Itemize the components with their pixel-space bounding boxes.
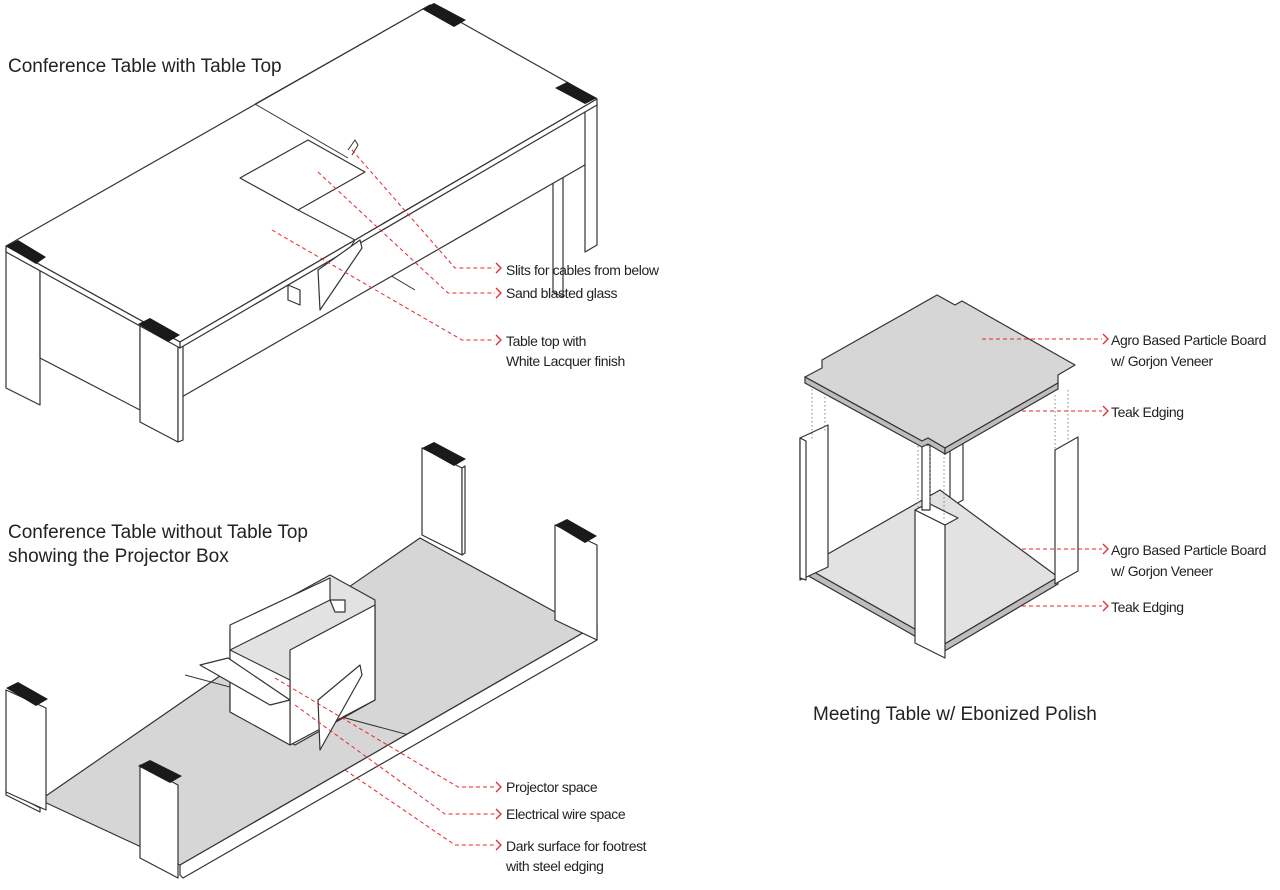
projector-box-flap-right: [317, 664, 363, 751]
arrow-glass: [495, 287, 502, 299]
arrow-slits: [495, 262, 502, 274]
top-teak-edge-right: [944, 381, 1059, 456]
callout-agro-bottom-line1: Agro Based Particle Board: [1111, 542, 1266, 558]
meeting-top-surface: [804, 294, 1076, 449]
projector-flap: [317, 239, 363, 311]
glass-panel: [239, 139, 366, 211]
callout-agro-top-line1: Agro Based Particle Board: [1111, 332, 1266, 348]
callout-footrest-line2: with steel edging: [505, 858, 604, 874]
callout-teak-bottom: Teak Edging: [1111, 599, 1184, 615]
cap-front-2: [138, 760, 182, 783]
arrow-electrical: [495, 808, 502, 820]
projector-box-notch: [329, 599, 346, 613]
callout-glass: Sand blasted glass: [506, 285, 618, 301]
left-leg-face-2: [5, 689, 47, 811]
callout-agro-bottom-line2: w/ Gorjon Veneer: [1110, 563, 1214, 579]
meeting-front-leg-face: [914, 509, 946, 659]
meeting-table: [799, 294, 1079, 659]
cap-right-2: [555, 519, 597, 543]
left-leg-front: [5, 247, 41, 406]
leaders-table-1: [271, 149, 502, 346]
front-leg-side: [177, 341, 184, 443]
callout-top-line2: White Lacquer finish: [506, 353, 625, 369]
leaders-table-3: [982, 333, 1109, 612]
top-edge-front: [179, 98, 598, 349]
projector-box-flap-left: [199, 657, 291, 706]
meeting-back-leg: [949, 440, 964, 508]
meeting-right-leg: [1054, 436, 1079, 585]
arrow-teak-bottom: [1102, 600, 1109, 612]
callout-projector: Projector space: [506, 779, 598, 795]
cable-slit: [347, 139, 359, 156]
callout-teak-top: Teak Edging: [1111, 404, 1184, 420]
right-leg: [584, 103, 598, 253]
meeting-inner-post: [921, 444, 931, 511]
arrow-top: [495, 334, 502, 346]
callout-electrical: Electrical wire space: [506, 806, 626, 822]
arrow-agro-bottom: [1102, 543, 1109, 555]
title-conference-without-top-line1: Conference Table without Table Top: [8, 522, 308, 543]
callout-slits: Slits for cables from below: [506, 262, 660, 278]
callout-footrest-line1: Dark surface for footrest: [506, 838, 647, 854]
cap-left-2: [6, 682, 48, 706]
arrow-footrest: [495, 839, 502, 851]
title-meeting-table: Meeting Table w/ Ebonized Polish: [813, 704, 1097, 725]
conference-table-with-top: [5, 3, 598, 443]
cap-left: [6, 240, 46, 264]
title-conference-without-top-line2: showing the Projector Box: [8, 546, 229, 567]
cap-back-2: [422, 442, 466, 466]
callout-agro-top-line2: w/ Gorjon Veneer: [1110, 353, 1214, 369]
top-seam-back: [254, 103, 349, 159]
cap-front: [138, 318, 180, 342]
cap-back: [422, 3, 466, 27]
arrow-projector: [495, 781, 502, 793]
right-leg-face-2: [554, 524, 598, 641]
cap-right: [555, 82, 597, 104]
arrow-teak-top: [1102, 405, 1109, 417]
title-conference-with-top: Conference Table with Table Top: [8, 56, 282, 77]
arrow-agro-top: [1102, 333, 1109, 345]
front-leg-face-2: [139, 764, 179, 879]
leaders-table-2: [274, 677, 502, 851]
callout-top-line1: Table top with: [506, 333, 586, 349]
